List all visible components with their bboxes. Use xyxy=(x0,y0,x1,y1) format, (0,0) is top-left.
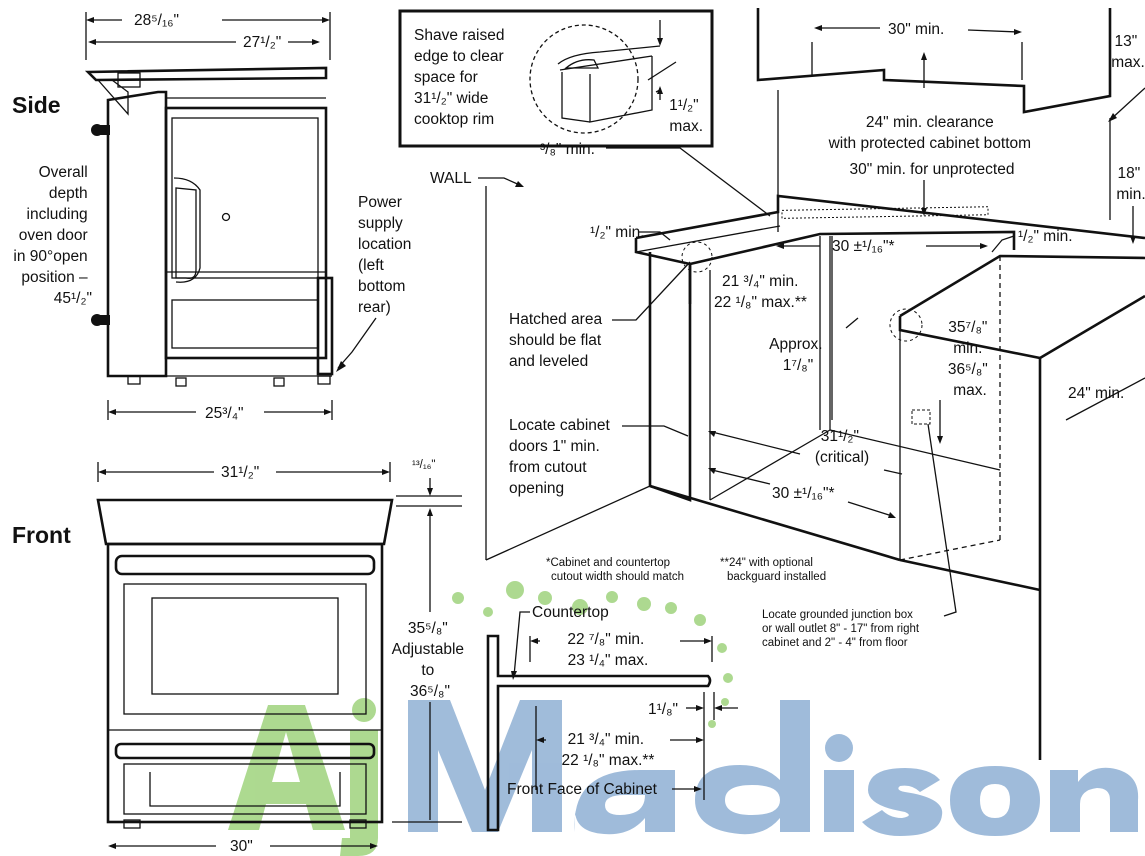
hood-clearance-note: 24" min. clearance with protected cabine… xyxy=(828,114,1036,178)
hatched-area-note: Hatched area should be flat and leveled xyxy=(509,311,606,370)
front-height-dim: 35⁵/₈" Adjustable to 36⁵/₈" xyxy=(392,508,469,823)
watermark-dots xyxy=(452,581,733,728)
upper-cabinet-width-label: 30" min. xyxy=(888,21,944,38)
counter-depth-label: 24" min. xyxy=(1068,385,1124,402)
three-eighths-label: ³/₈" min. xyxy=(540,141,595,158)
upper-cabinet xyxy=(756,8,1112,114)
side-base-width-dim: 25³/₄" xyxy=(107,400,333,422)
front-view: Front 31¹/₂" xyxy=(12,459,469,855)
cabinet-view: 30" min. 13" max. 18" min. 24" min. clea… xyxy=(430,8,1145,760)
side-view-title: Side xyxy=(12,92,61,118)
side-top-width-dim: 27¹/₂" xyxy=(88,34,320,51)
front-face-label: Front Face of Cabinet xyxy=(507,781,658,798)
shave-edge-dim: 1¹/₂" max. xyxy=(669,97,703,135)
front-top-offset-label: ¹³/₁₆" xyxy=(412,459,435,471)
side-depth-note: Overall depth including oven door in 90°… xyxy=(13,164,92,307)
wall-label: WALL xyxy=(430,170,472,187)
front-height-note: 35⁵/₈" Adjustable to 36⁵/₈" xyxy=(392,620,469,700)
upper-cabinet-depth-label: 13" max. xyxy=(1111,33,1145,71)
side-overall-width-dim: 28⁵/₁₆" xyxy=(85,12,331,60)
countertop-section: Countertop 22 ⁷/₈" min. 23 ¹/₄" max. 1¹/… xyxy=(486,604,738,832)
cutout-top-label: 30 ±¹/₁₆"* xyxy=(832,238,895,255)
front-view-title: Front xyxy=(12,522,71,548)
upper-cabinet-gap-label: 18" min. xyxy=(1116,165,1145,203)
side-view: Side 28⁵/₁₆" 27¹/₂" xyxy=(12,12,416,422)
half-inch-left-label: ¹/₂" min. xyxy=(590,224,645,241)
side-range-body xyxy=(84,66,334,387)
front-width-label: 31¹/₂" xyxy=(221,464,259,481)
junction-box-note: Locate grounded junction box or wall out… xyxy=(762,609,922,649)
half-inch-right-label: ¹/₂" min. xyxy=(1018,228,1073,245)
section-bottom-dim: 21 ³/₄" min. 22 ¹/₈" max.** xyxy=(562,731,655,769)
critical-width-label: 31¹/₂" (critical) xyxy=(815,428,869,466)
side-top-width-label: 27¹/₂" xyxy=(243,34,281,51)
section-overhang-label: 1¹/₈" xyxy=(648,701,678,718)
cutout-bottom-label: 30 ±¹/₁₆"* xyxy=(772,485,835,502)
countertop-label: Countertop xyxy=(532,604,609,621)
approx-label: Approx. 1⁷/₈" xyxy=(769,336,827,374)
watermark-aj xyxy=(228,698,378,856)
footnote-backguard: **24" with optional backguard installed xyxy=(720,557,826,583)
front-top-offset-dim: ¹³/₁₆" xyxy=(396,459,462,507)
front-base-width-dim: 30" xyxy=(108,838,378,855)
shave-edge-box: Shave raised edge to clear space for 31¹… xyxy=(398,9,714,148)
front-width-dim: 31¹/₂" xyxy=(97,462,391,482)
right-height-label: 35⁷/₈" min. 36⁵/₈" max. xyxy=(948,319,992,399)
watermark-madison xyxy=(408,700,1139,836)
backsplash xyxy=(635,194,1145,240)
power-leader xyxy=(337,317,377,369)
front-base-width-label: 30" xyxy=(230,838,253,855)
section-top-dim: 22 ⁷/₈" min. 23 ¹/₄" max. xyxy=(567,631,648,669)
side-power-note: Power supply location (left bottom rear) xyxy=(358,194,416,316)
side-base-width-label: 25³/₄" xyxy=(205,405,244,422)
cutout-depth-label: 21 ³/₄" min. 22 ¹/₈" max.** xyxy=(714,273,807,311)
side-overall-width-label: 28⁵/₁₆" xyxy=(134,12,179,29)
cabinet-doors-note: Locate cabinet doors 1" min. from cutout… xyxy=(509,417,614,497)
footnote-cutout: *Cabinet and countertop cutout width sho… xyxy=(546,557,684,583)
watermark xyxy=(228,581,1139,856)
front-range-body xyxy=(96,498,394,829)
shave-edge-note: Shave raised edge to clear space for 31¹… xyxy=(414,27,509,128)
